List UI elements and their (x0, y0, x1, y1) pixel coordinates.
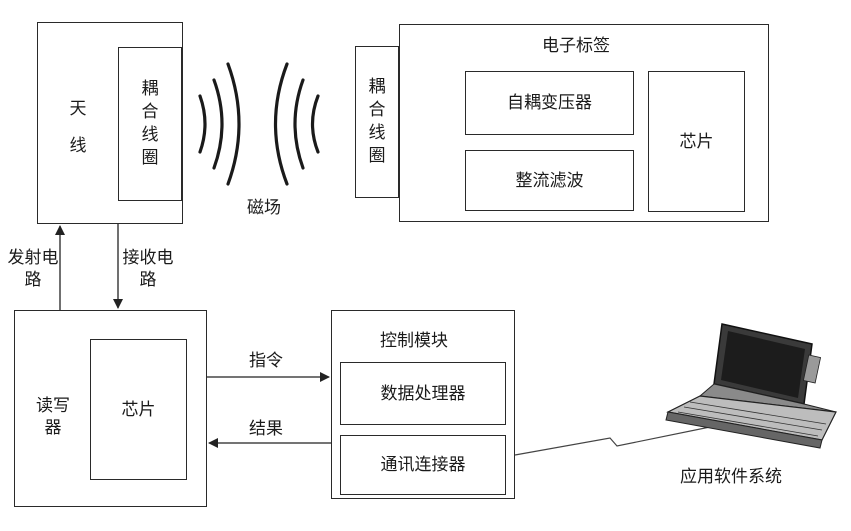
wireless-link-icon (514, 426, 711, 456)
tag-chip-label: 芯片 (679, 131, 714, 152)
connector-label: 通讯连接器 (380, 455, 466, 475)
receive-label-line2: 路 (139, 270, 157, 290)
processor-label: 数据处理器 (380, 383, 466, 404)
antenna-label-line1: 天 (69, 99, 87, 119)
transmit-label-line1: 发射电 (7, 248, 59, 268)
result-label: 结果 (249, 419, 283, 439)
tag-title: 电子标签 (542, 36, 610, 56)
field-waves-icon (198, 62, 320, 186)
tag-coil-label: 耦合线圈 (368, 77, 386, 166)
connector-box: 通讯连接器 (340, 435, 506, 495)
laptop-icon (665, 323, 837, 449)
processor-box: 数据处理器 (340, 362, 506, 425)
command-label: 指令 (249, 351, 283, 371)
tag-coil-box: 耦合线圈 (355, 46, 399, 198)
rectifier-label: 整流滤波 (515, 170, 584, 191)
receive-label: 接收电 路 (115, 247, 181, 291)
reader-label-line1: 读写 (36, 396, 70, 416)
rectifier-box: 整流滤波 (465, 150, 634, 211)
autotransformer-label: 自耦变压器 (507, 93, 592, 113)
reader-coil-label: 耦合线圈 (141, 79, 159, 168)
transmit-label-line2: 路 (24, 270, 42, 290)
tag-chip-box: 芯片 (648, 71, 745, 212)
reader-chip-label: 芯片 (121, 399, 156, 420)
reader-coil-box: 耦合线圈 (118, 47, 182, 201)
receive-label-line1: 接收电 (122, 248, 174, 268)
control-title: 控制模块 (380, 331, 448, 351)
reader-label-line2: 器 (44, 418, 62, 438)
antenna-label-line2: 线 (69, 136, 87, 156)
reader-label: 读写 器 (28, 395, 78, 439)
antenna-label: 天 线 (58, 98, 98, 158)
software-label: 应用软件系统 (680, 467, 782, 487)
transmit-label: 发射电 路 (0, 247, 66, 291)
field-label: 磁场 (247, 198, 281, 218)
reader-chip-box: 芯片 (90, 339, 187, 480)
autotransformer-box: 自耦变压器 (465, 71, 634, 135)
